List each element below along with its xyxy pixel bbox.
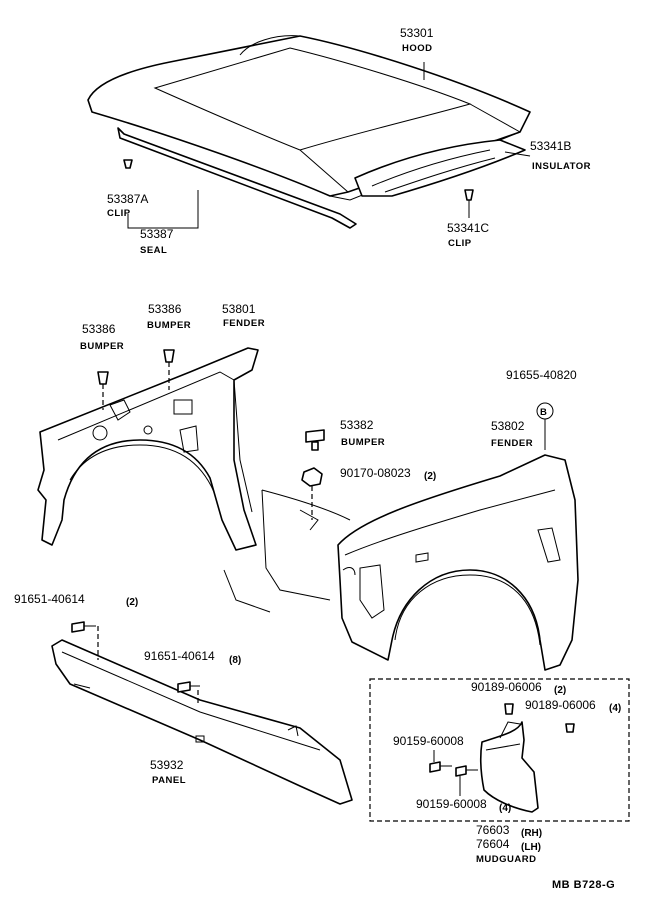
hood-number: 53301 xyxy=(400,26,434,40)
screw-top-number: 91655-40820 xyxy=(506,368,577,382)
insulator-number: 53341B xyxy=(530,139,571,153)
bumper-left-part[interactable] xyxy=(97,371,109,385)
mudguard-screw-d-part[interactable] xyxy=(455,765,478,777)
mudguard-screw-d-number: 90159-60008 xyxy=(416,797,487,811)
bolt-panel-mid-qty: (8) xyxy=(229,655,241,666)
diagram-code: MB B728-G xyxy=(552,879,615,891)
bolt-panel-top-number: 91651-40614 xyxy=(14,592,85,606)
seal-number: 53387 xyxy=(140,227,174,241)
mudguard-label: MUDGUARD xyxy=(476,854,536,865)
body-outline xyxy=(223,489,351,613)
insulator-label: INSULATOR xyxy=(532,161,591,172)
clip-c-number: 53341C xyxy=(447,221,489,235)
mudguard-screw-d-qty: (4) xyxy=(499,803,511,814)
fender-lh-part[interactable] xyxy=(37,347,259,551)
screw-top-callout-letter: B xyxy=(540,407,547,418)
fender-rh-label: FENDER xyxy=(491,438,533,449)
bumper-left-label: BUMPER xyxy=(80,341,124,352)
clip-a-label: CLIP xyxy=(107,208,131,219)
hood-part[interactable] xyxy=(87,35,531,201)
clip-a-part[interactable] xyxy=(123,159,133,169)
bumper-mid-part[interactable] xyxy=(163,349,175,363)
mudguard-side-lh: (LH) xyxy=(521,842,541,853)
nut-qty: (2) xyxy=(424,471,436,482)
seal-leader xyxy=(127,190,199,229)
panel-label: PANEL xyxy=(152,775,186,786)
mudguard-screw-c-part[interactable] xyxy=(429,761,452,773)
mudguard-number-lh: 76604 xyxy=(476,837,510,851)
fender-lh-number: 53801 xyxy=(222,302,256,316)
nut-part[interactable] xyxy=(301,467,323,487)
fender-rh-number: 53802 xyxy=(491,419,525,433)
mudguard-screw-c-number: 90159-60008 xyxy=(393,734,464,748)
bolt-panel-top-qty: (2) xyxy=(126,597,138,608)
bumper-mid-number: 53386 xyxy=(148,302,182,316)
clip-a-number: 53387A xyxy=(107,192,148,206)
mudguard-number-rh: 76603 xyxy=(476,823,510,837)
bumper-right-part[interactable] xyxy=(305,429,325,451)
mudguard-screw-b-qty: (4) xyxy=(609,703,621,714)
seal-label: SEAL xyxy=(140,245,167,256)
mudguard-screw-b-number: 90189-06006 xyxy=(525,698,596,712)
bumper-mid-label: BUMPER xyxy=(147,320,191,331)
nut-number: 90170-08023 xyxy=(340,466,411,480)
seal-part[interactable] xyxy=(117,127,357,229)
panel-part[interactable] xyxy=(51,639,353,805)
panel-number: 53932 xyxy=(150,758,184,772)
insulator-leader xyxy=(504,151,531,157)
bolt-panel-mid-part[interactable] xyxy=(177,681,200,693)
mudguard-screw-a-number: 90189-06006 xyxy=(471,680,542,694)
mudguard-group-box xyxy=(369,678,630,822)
clip-c-label: CLIP xyxy=(448,238,472,249)
mudguard-screw-a-qty: (2) xyxy=(554,685,566,696)
fender-rh-part[interactable] xyxy=(337,454,579,671)
insulator-part[interactable] xyxy=(354,139,526,197)
screw-top-callout: B xyxy=(536,402,554,420)
mudguard-screw-b-part[interactable] xyxy=(565,723,575,733)
bolt-panel-mid-number: 91651-40614 xyxy=(144,649,215,663)
fender-lh-label: FENDER xyxy=(223,318,265,329)
hood-label: HOOD xyxy=(402,43,433,54)
bumper-left-number: 53386 xyxy=(82,322,116,336)
bumper-right-label: BUMPER xyxy=(341,437,385,448)
mudguard-side-rh: (RH) xyxy=(521,828,542,839)
mudguard-screw-a-part[interactable] xyxy=(504,703,514,715)
mudguard-part[interactable] xyxy=(479,721,539,813)
bolt-panel-top-part[interactable] xyxy=(71,621,96,633)
bumper-right-number: 53382 xyxy=(340,418,374,432)
clip-c-part[interactable] xyxy=(464,189,474,201)
